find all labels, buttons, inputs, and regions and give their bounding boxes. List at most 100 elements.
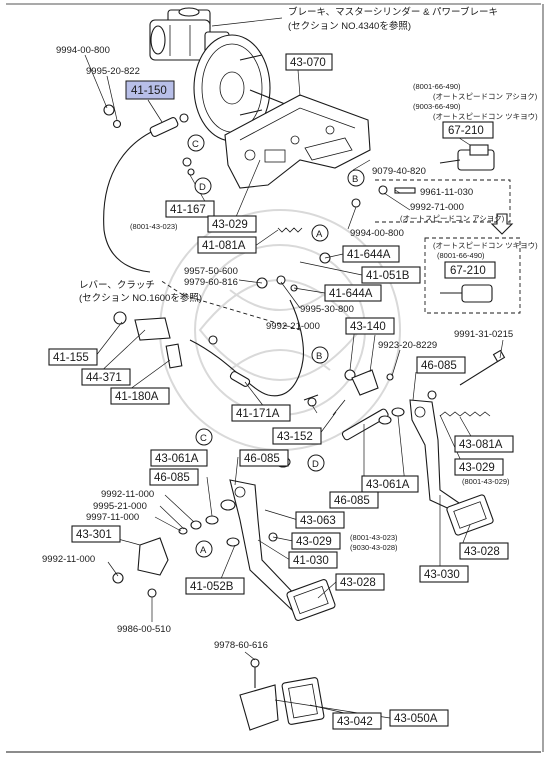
callout-43-152[interactable]: 43-152 [272,427,322,445]
bracket-43-140-illustration [351,369,379,396]
callout-41-171A-label: 41-171A [236,408,280,420]
callout-46-085-d[interactable]: 46-085 [329,491,379,509]
callout-41-052B-label: 41-052B [190,581,234,593]
part-9995-20-822: 9995-20-822 [86,66,140,77]
callout-41-167[interactable]: 41-167 [165,200,215,218]
ref-b-mid-label: B [316,351,322,362]
header-leader [211,17,283,27]
callout-41-155-label: 41-155 [53,352,89,364]
callout-43-050A-label: 43-050A [394,713,438,725]
callout-43-029-b[interactable]: 43-029 [454,458,504,476]
callout-41-167-label: 41-167 [170,204,206,216]
cruise-option-box [424,237,521,314]
pedal-stopper-bracket-illustration [137,537,169,576]
callout-43-028-a[interactable]: 43-028 [335,573,385,591]
callout-41-052B[interactable]: 41-052B [185,577,245,595]
long-bolt-illustration [459,349,506,386]
callout-41-155[interactable]: 41-155 [48,348,98,366]
callout-43-070[interactable]: 43-070 [285,53,333,71]
part-9923-20-8229: 9923-20-8229 [378,340,437,351]
stop-pad-illustration [182,157,192,167]
part-9979-60-816: 9979-60-816 [184,277,238,288]
callout-46-085-a-label: 46-085 [421,360,457,372]
accelerator-cable-illustration [159,279,304,397]
ref-a-top-label: A [316,229,323,240]
ref-a-top [311,224,329,242]
callout-43-081A-label: 43-081A [459,439,503,451]
note-43029-c2: (9030-43-028) [350,543,398,552]
part-9994-00-800-a: 9994-00-800 [56,45,110,56]
part-9995-21-000: 9995-21-000 [93,501,147,512]
callout-43-140[interactable]: 43-140 [345,317,395,335]
ref-d-top-label: D [199,182,206,193]
callout-41-171A[interactable]: 41-171A [231,404,291,422]
pushrod-pin-illustration [427,390,437,400]
callout-41-150[interactable]: 41-150 [125,80,175,100]
part-9997-11-000: 9997-11-000 [86,512,139,523]
callout-44-371-label: 44-371 [86,372,122,384]
part-9079-40-820: 9079-40-820 [372,166,426,177]
callout-41-644A-b[interactable]: 41-644A [324,284,382,302]
callout-67-210-a[interactable]: 67-210 [442,121,494,139]
callout-67-210-b-label: 67-210 [450,265,486,277]
callout-41-644A-a-label: 41-644A [347,249,391,261]
ref-c-top [187,134,205,152]
ref-d-top [194,177,212,195]
callout-41-051B[interactable]: 41-051B [361,266,421,284]
ref-c-top-label: C [192,139,199,150]
callout-43-050A[interactable]: 43-050A [389,709,449,727]
callout-43-063-label: 43-063 [300,515,336,527]
note-67210-bot-1: (オートスピードコン ツキヨウ) [433,241,538,250]
callout-46-085-a[interactable]: 46-085 [416,356,466,374]
bolt-illustration [394,187,416,194]
callout-43-061A-a-label: 43-061A [155,453,199,465]
callout-41-030[interactable]: 41-030 [288,551,338,569]
callout-43-028-b-label: 43-028 [464,546,500,558]
note-67210-top-4: (オートスピードコン ツキヨウ) [433,112,538,121]
brake-pedal-illustration [409,399,494,536]
callout-43-028-b[interactable]: 43-028 [459,542,509,560]
ref-a-bot-label: A [200,545,207,556]
callout-43-030[interactable]: 43-030 [419,565,469,583]
callout-43-029-a[interactable]: 43-029 [207,215,257,233]
callout-44-371[interactable]: 44-371 [81,368,131,386]
callout-43-061A-b[interactable]: 43-061A [361,475,419,493]
part-number-labels: 9994-00-800 9995-20-822 9079-40-820 9961… [42,45,513,651]
callout-46-085-b[interactable]: 46-085 [149,468,199,486]
callout-43-070-label: 43-070 [290,57,326,69]
callout-43-081A[interactable]: 43-081A [454,435,514,453]
callout-67-210-b[interactable]: 67-210 [444,261,496,279]
ref-c-mid [195,428,213,446]
ref-b-top [347,169,365,187]
option-bracket [375,179,511,223]
header-line-2: (セクション NO.4340を参照) [288,20,411,32]
callout-43-029-c-label: 43-029 [296,536,332,548]
part-9995-30-800: 9995-30-800 [300,304,354,315]
callout-46-085-b-label: 46-085 [154,472,190,484]
callout-43-301[interactable]: 43-301 [71,525,121,543]
callout-46-085-c[interactable]: 46-085 [239,449,289,467]
note-43029-c1: (8001-43-023) [350,533,398,542]
part-9978-60-616: 9978-60-616 [214,640,268,651]
callout-41-644A-a[interactable]: 41-644A [342,245,400,263]
lower-cable-line [303,394,319,401]
callout-43-061A-a[interactable]: 43-061A [150,449,208,467]
callout-41-030-label: 41-030 [293,555,329,567]
bushing-d-illustration [187,168,195,176]
nut-illustration [112,572,124,584]
callout-41-180A[interactable]: 41-180A [110,387,170,405]
callout-43-029-c[interactable]: 43-029 [291,532,341,550]
callout-41-081A[interactable]: 41-081A [197,236,257,254]
callout-46-085-c-label: 46-085 [244,453,280,465]
callout-43-063[interactable]: 43-063 [295,511,345,529]
note-67210-top-1: (8001-66-490) [413,82,461,91]
callout-43-042[interactable]: 43-042 [332,712,382,730]
nut-9994-illustration [351,198,361,208]
lever-note-line-2: (セクション NO.1600を参照) [79,292,202,304]
callout-43-029-a-label: 43-029 [212,219,248,231]
callout-46-085-d-label: 46-085 [334,495,370,507]
clutch-spring-illustration [277,227,303,233]
cruise-switch-top-illustration [439,144,495,171]
note-43029-a: (8001-43-023) [130,222,178,231]
